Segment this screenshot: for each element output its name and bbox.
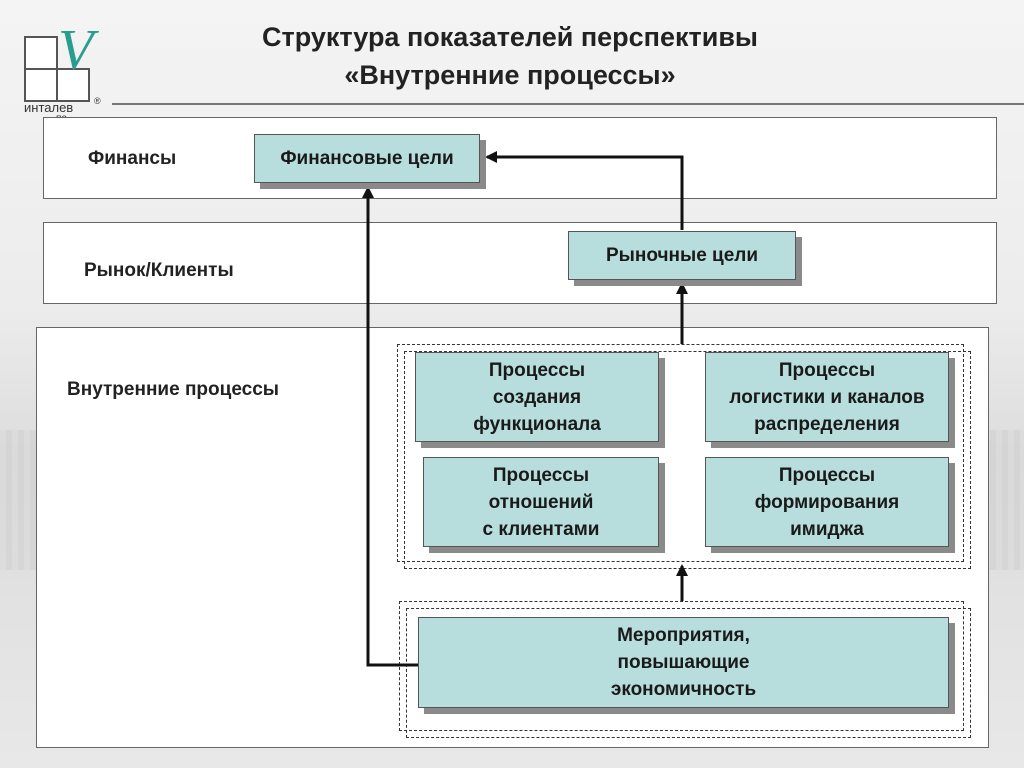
- market-goals-box: Рыночные цели: [568, 231, 796, 280]
- company-logo: V инталев ® по: [24, 17, 114, 130]
- header-divider: [112, 103, 1024, 105]
- logo-registered: ®: [94, 96, 101, 106]
- financial-goals-box: Финансовые цели: [254, 134, 480, 183]
- finance-label: Финансы: [88, 148, 177, 169]
- image-processes-box: Процессы формирования имиджа: [705, 457, 949, 547]
- market-panel: [43, 222, 997, 304]
- logo-check-icon: V: [58, 17, 94, 82]
- process-group-outer: [397, 344, 964, 562]
- logo-square: [24, 36, 58, 70]
- title-line-1: Структура показателей перспективы: [262, 22, 758, 52]
- title-line-2: «Внутренние процессы»: [344, 60, 676, 90]
- internal-label: Внутренние процессы: [67, 379, 279, 400]
- customer-processes-box: Процессы отношений с клиентами: [423, 457, 659, 547]
- arrow-market-to-finance: [485, 151, 684, 230]
- market-label: Рынок/Клиенты: [84, 260, 234, 281]
- arrow-measures-to-finance: [362, 186, 418, 667]
- page-title: Структура показателей перспективы «Внутр…: [130, 18, 890, 94]
- efficiency-measures-box: Мероприятия, повышающие экономичность: [418, 617, 949, 708]
- logo-square: [56, 68, 90, 102]
- logo-text: инталев: [24, 100, 74, 115]
- logo-square: [24, 68, 58, 102]
- measures-group-inner: [406, 608, 971, 738]
- logistics-processes-box: Процессы логистики и каналов распределен…: [705, 352, 949, 442]
- functionality-processes-box: Процессы создания функционала: [415, 352, 659, 442]
